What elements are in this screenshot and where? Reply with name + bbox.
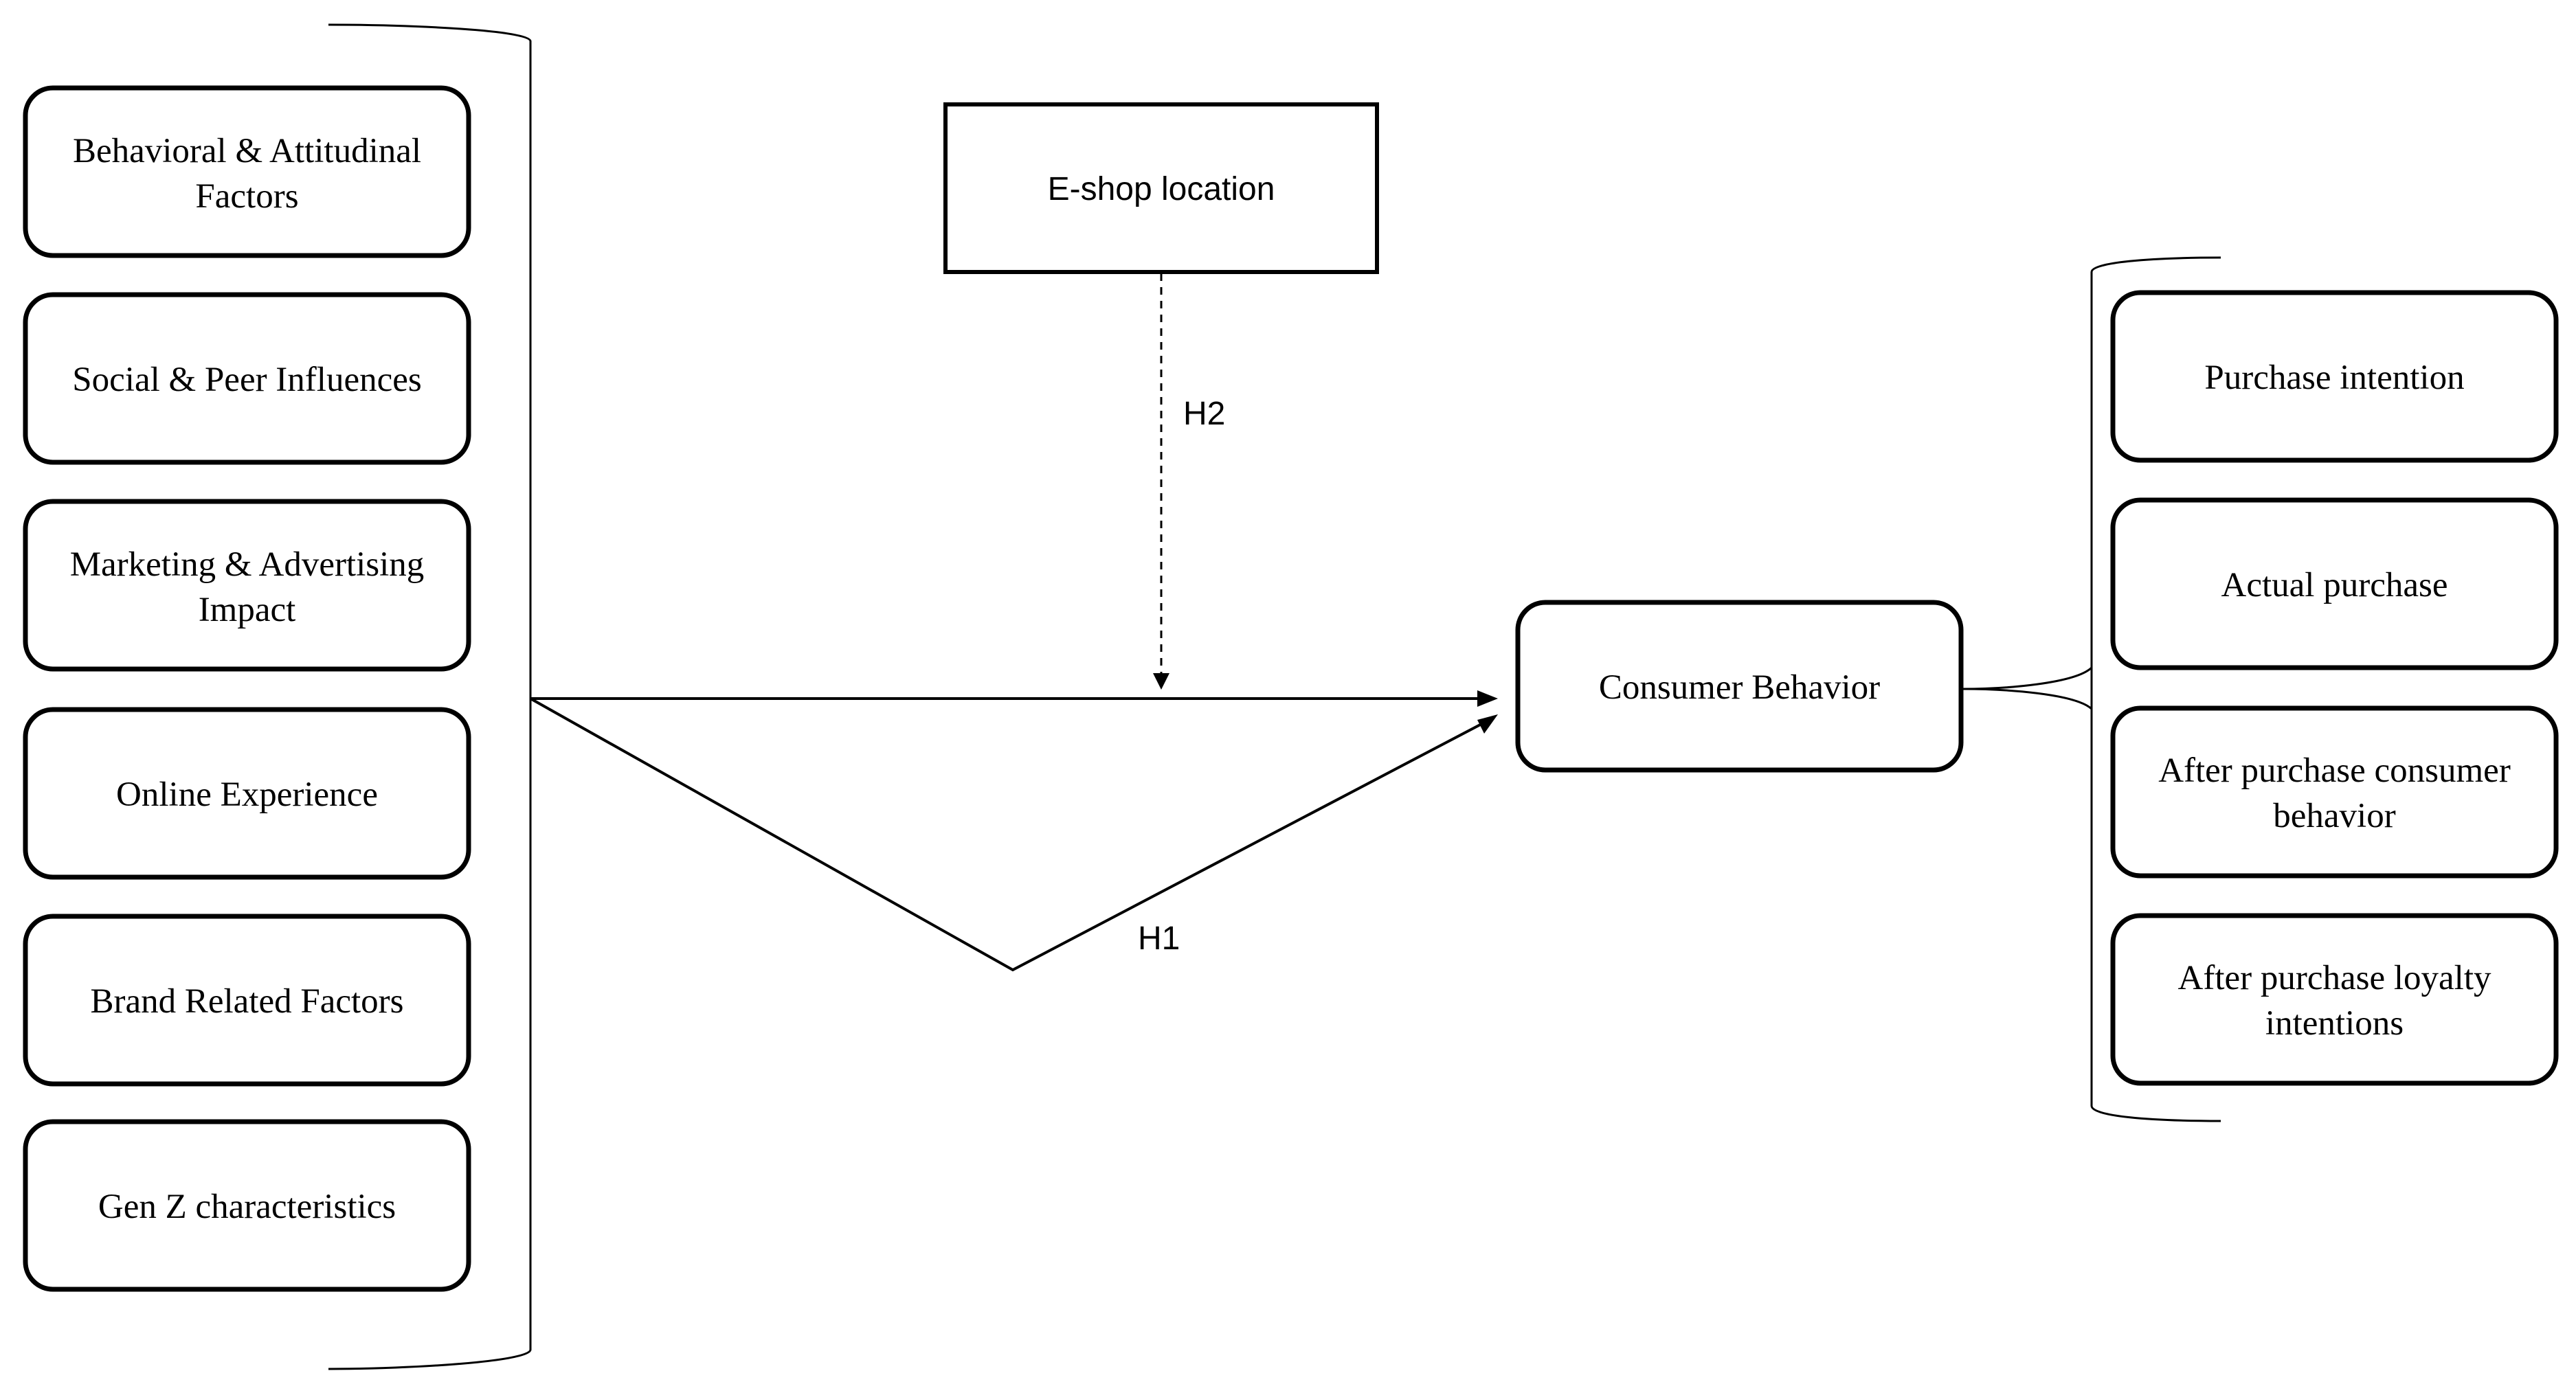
predictor-box: Brand Related Factors — [23, 914, 471, 1087]
h2-label: H2 — [1183, 396, 1225, 432]
predictor-label-line1: Brand Related Factors — [90, 982, 403, 1021]
outcome-dimension-label-line2: behavior — [2273, 797, 2395, 835]
h1-arrowhead — [1477, 714, 1498, 734]
outcome-dimension-box: After purchase consumer behavior — [2110, 705, 2559, 879]
outcome-label: Consumer Behavior — [1599, 668, 1880, 707]
outcome-dimension-label-line1: Purchase intention — [2204, 359, 2464, 397]
predictor-label-line1: Online Experience — [116, 775, 378, 814]
predictor-box: Behavioral & Attitudinal Factors — [23, 85, 471, 258]
h1-label: H1 — [1138, 920, 1180, 957]
predictor-box: Marketing & Advertising Impact — [23, 499, 471, 672]
moderator-box: E-shop location — [943, 102, 1379, 274]
direct-effect-arrowhead — [1477, 690, 1498, 707]
outcome-dimension-box: Purchase intention — [2110, 290, 2559, 463]
moderator-label: E-shop location — [1048, 171, 1275, 207]
predictor-box: Online Experience — [23, 707, 471, 880]
predictor-label-line2: Impact — [199, 591, 296, 629]
outcome-dimensions-bracket — [2090, 256, 2221, 1122]
outcome-dimension-box: After purchase loyalty intentions — [2110, 913, 2559, 1086]
h1-path-line — [530, 697, 1485, 972]
outcome-dimension-box: Actual purchase — [2110, 497, 2559, 670]
predictor-box: Gen Z characteristics — [23, 1119, 471, 1292]
outcome-dimension-label-line2: intentions — [2265, 1004, 2404, 1043]
predictor-box: Social & Peer Influences — [23, 292, 471, 465]
predictor-label-line2: Factors — [195, 177, 298, 216]
outcome-box: Consumer Behavior — [1515, 600, 1964, 773]
outcome-connector — [1962, 666, 2093, 710]
predictors-bracket — [328, 23, 532, 1370]
outcome-dimension-label-line1: After purchase loyalty — [2178, 959, 2491, 997]
predictor-label-line1: Behavioral & Attitudinal — [73, 132, 421, 170]
outcome-dimension-label-line1: After purchase consumer — [2158, 751, 2511, 790]
predictor-label-line1: Gen Z characteristics — [98, 1188, 396, 1226]
predictor-label-line1: Social & Peer Influences — [72, 361, 421, 399]
h2-arrowhead — [1153, 673, 1169, 690]
outcome-dimension-label-line1: Actual purchase — [2221, 566, 2448, 604]
predictor-label-line1: Marketing & Advertising — [70, 545, 425, 584]
